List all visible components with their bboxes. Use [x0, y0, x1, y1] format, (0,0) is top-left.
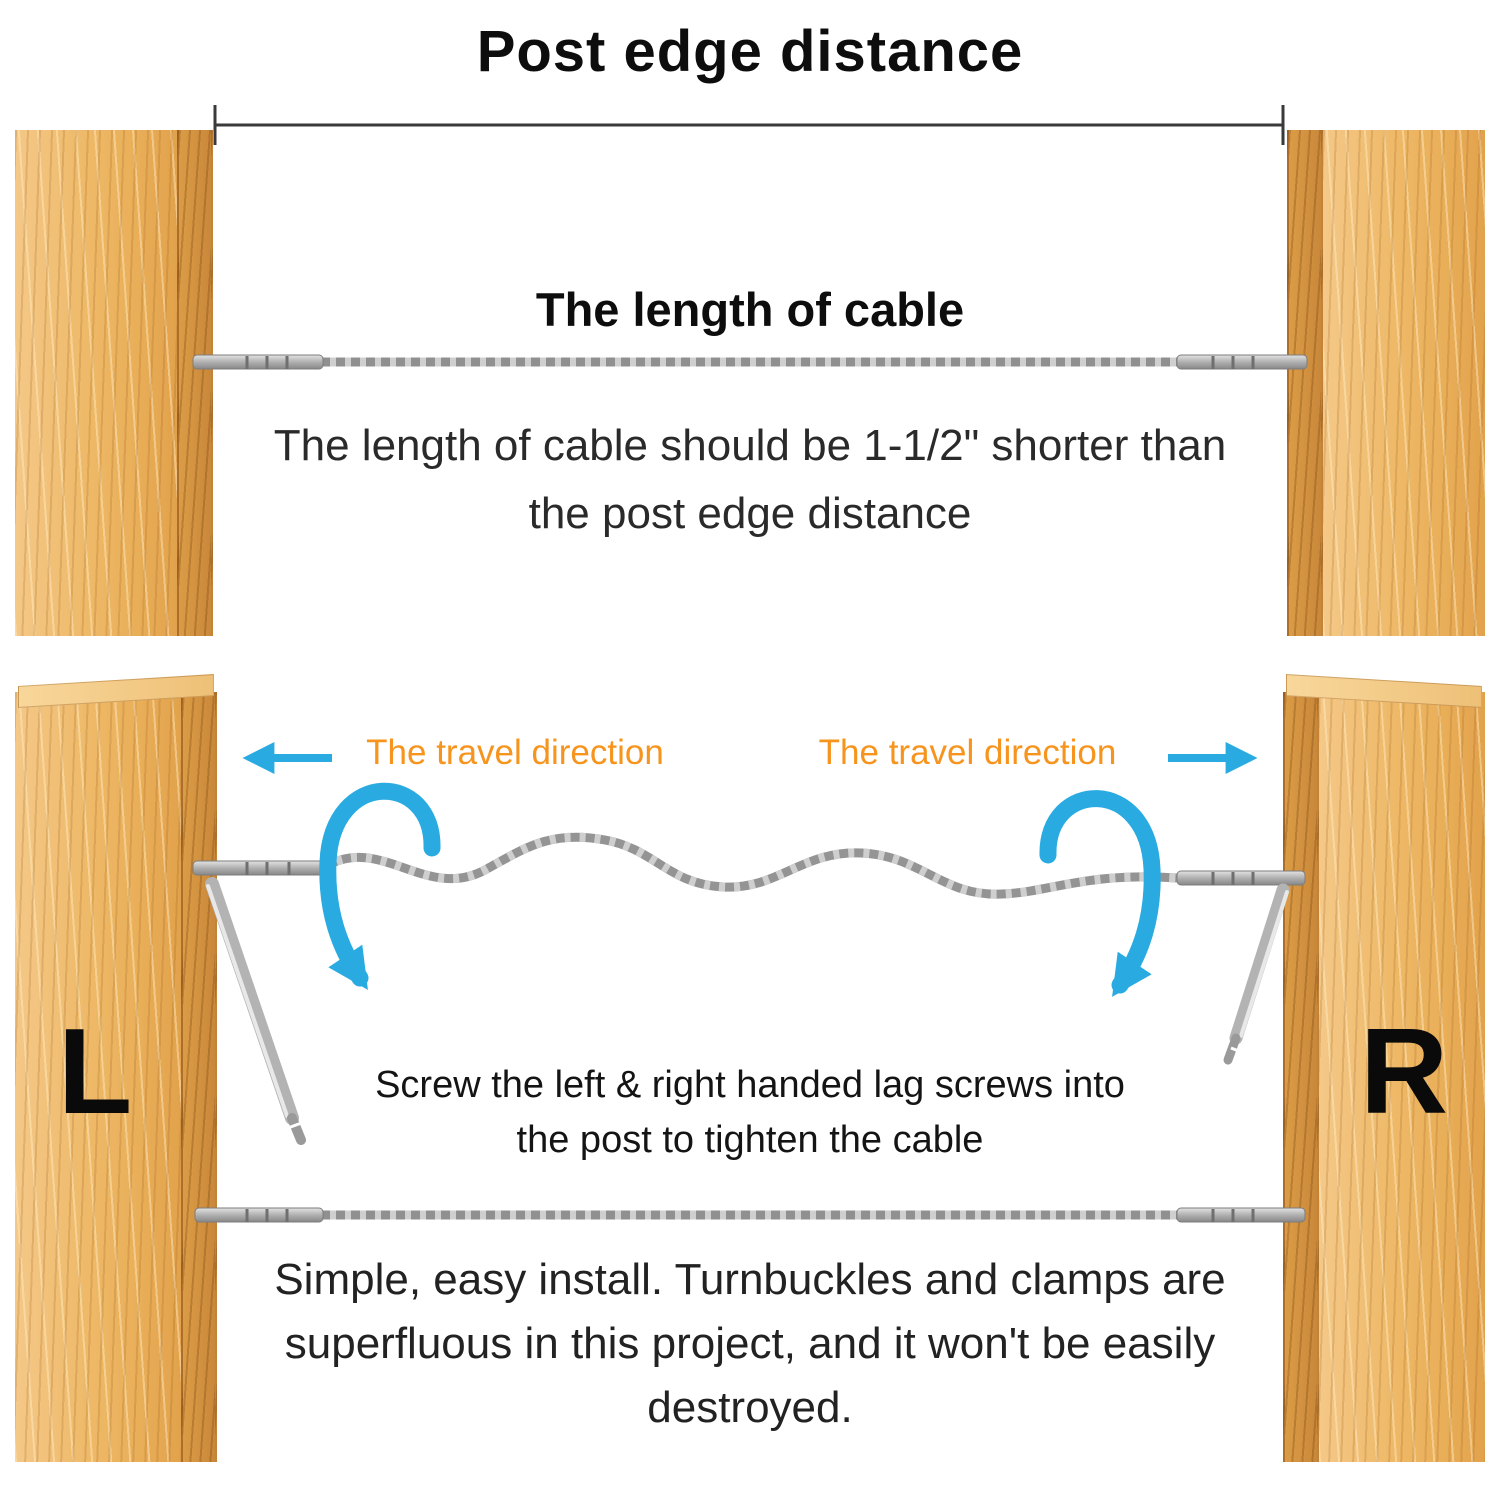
summary-text: Simple, easy install. Turnbuckles and cl… [274, 1255, 1226, 1432]
post-side-face [181, 692, 217, 1462]
post-side-face [177, 130, 213, 636]
rotate-arrow-left-icon [319, 782, 441, 990]
post-front-face [1323, 130, 1485, 636]
travel-direction-label-right: The travel direction [818, 733, 1117, 772]
cable-slack [192, 832, 1306, 899]
measure-line [213, 105, 1285, 145]
cable-bottom [194, 1207, 1306, 1223]
page-title: Post edge distance [476, 19, 1024, 84]
post-bottom-left: L [15, 674, 217, 1462]
post-front-face [1319, 692, 1485, 1462]
travel-direction-label-left: The travel direction [366, 733, 664, 772]
post-side-face [1283, 692, 1319, 1462]
lag-screw-left [205, 877, 306, 1145]
rotate-arrow-right-icon [1039, 790, 1161, 997]
post-top-right [1287, 130, 1485, 636]
post-top-left [15, 130, 213, 636]
post-label-right: R [1359, 1003, 1449, 1139]
cable-length-heading: The length of cable [535, 283, 965, 336]
lag-screw-right [1223, 883, 1290, 1065]
post-side-face [1287, 130, 1323, 636]
screw-instruction-text: Screw the left & right handed lag screws… [375, 1064, 1125, 1162]
post-bottom-right: R [1283, 674, 1485, 1462]
cable-top [192, 354, 1308, 370]
post-front-face [15, 130, 177, 636]
post-front-face [15, 692, 181, 1462]
cable-length-note: The length of cable should be 1-1/2" sho… [273, 421, 1227, 539]
post-label-left: L [57, 1003, 133, 1139]
